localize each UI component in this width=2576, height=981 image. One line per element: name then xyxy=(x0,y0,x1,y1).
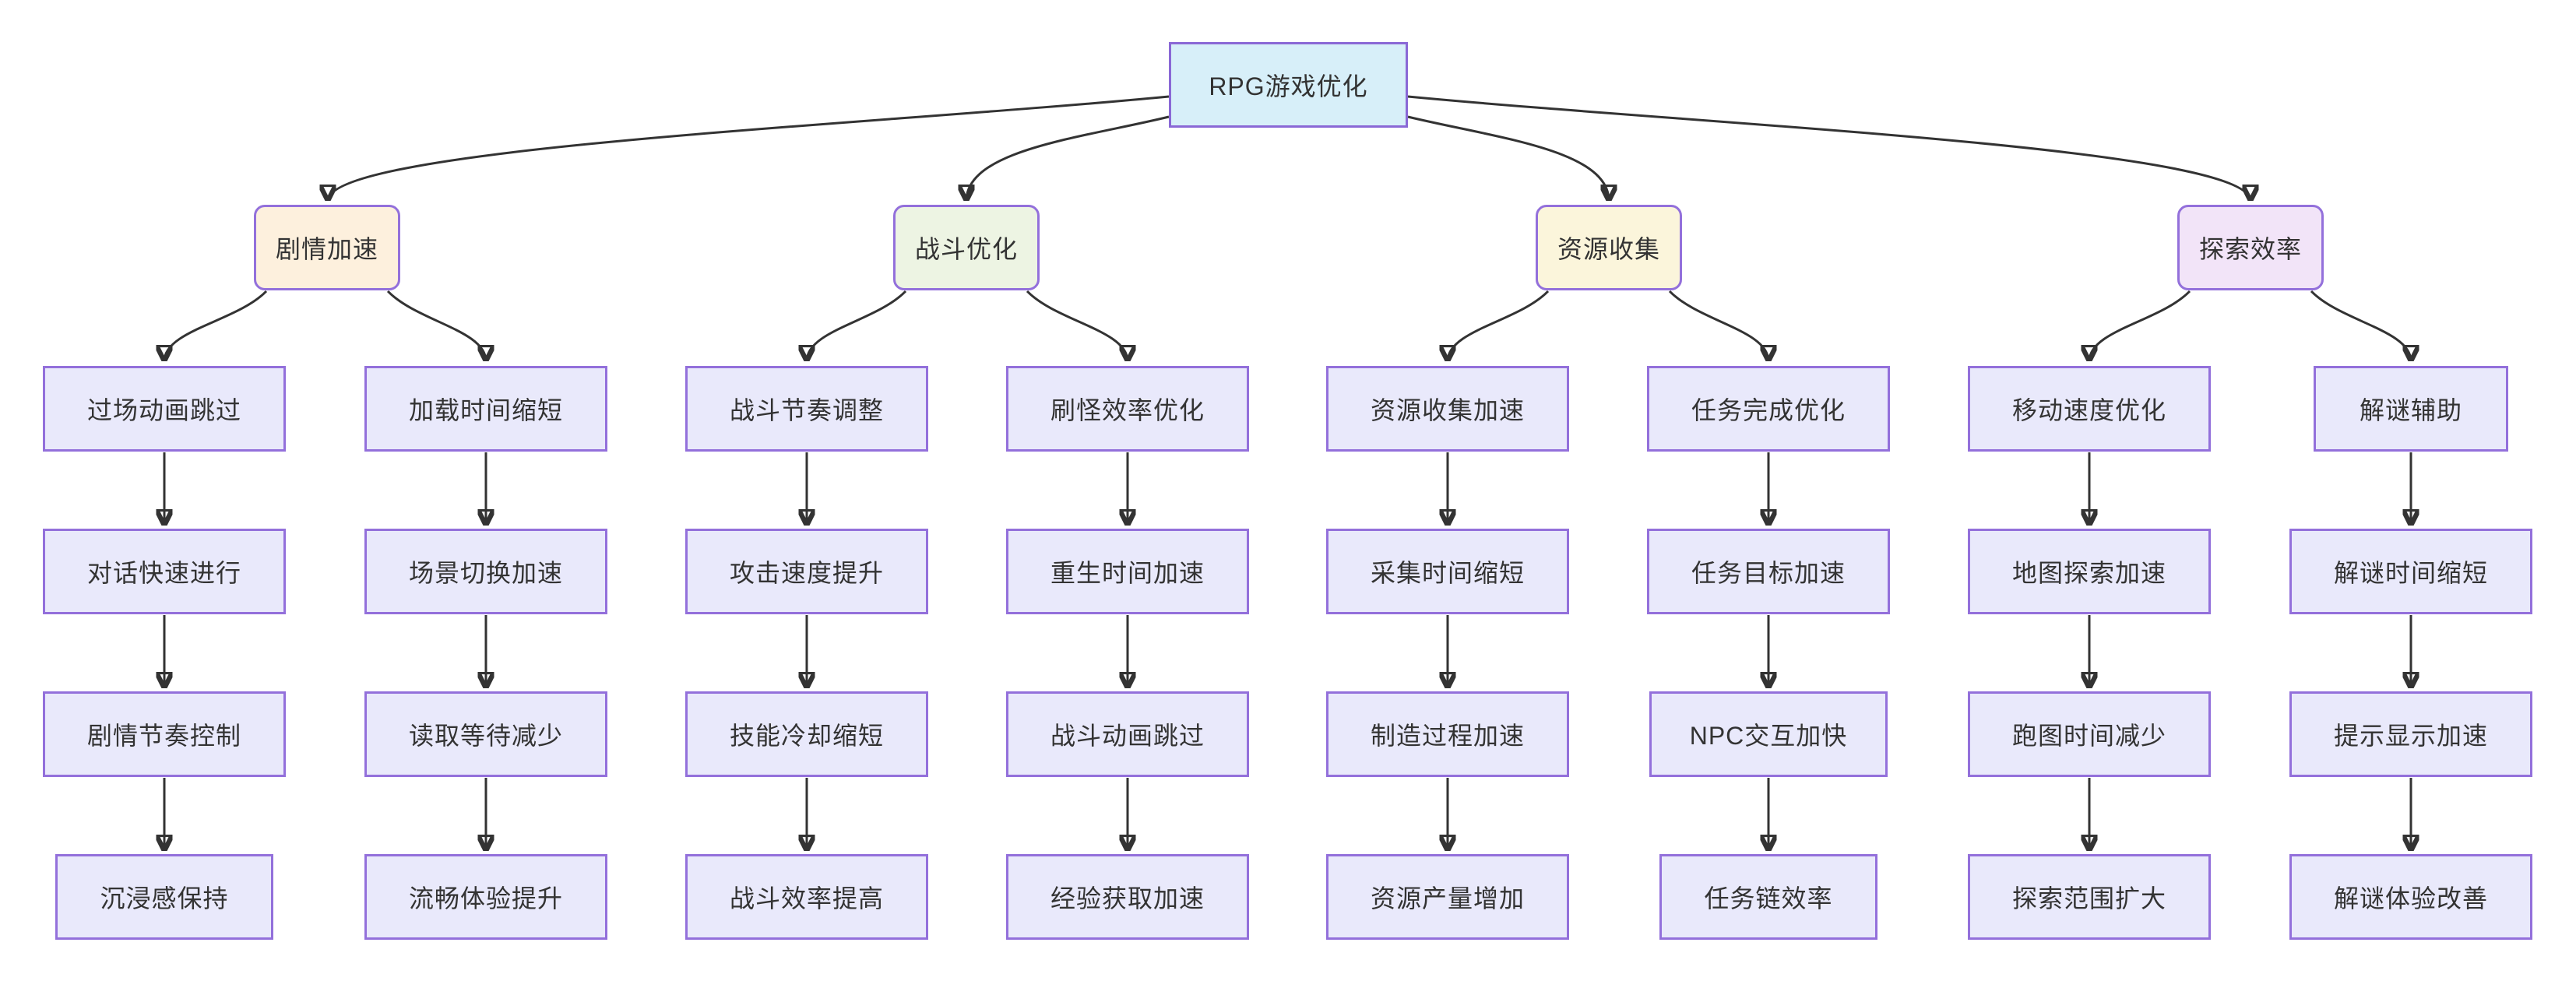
edge-branch2-col4 xyxy=(1026,290,1128,362)
leaf-c4-r3: 战斗动画跳过 xyxy=(1006,691,1249,777)
node-branch-explore: 探索效率 xyxy=(2177,205,2324,290)
leaf-c4-r2: 重生时间加速 xyxy=(1006,529,1249,614)
edge-branch2-col3 xyxy=(807,290,907,362)
node-root: RPG游戏优化 xyxy=(1169,42,1408,128)
leaf-c3-r1: 战斗节奏调整 xyxy=(685,366,928,452)
leaf-c4-r4: 经验获取加速 xyxy=(1006,854,1249,940)
leaf-c8-r3: 提示显示加速 xyxy=(2289,691,2532,777)
leaf-c2-r4: 流畅体验提升 xyxy=(364,854,607,940)
leaf-c7-r4: 探索范围扩大 xyxy=(1968,854,2211,940)
leaf-c2-r3: 读取等待减少 xyxy=(364,691,607,777)
leaf-c8-r4: 解谜体验改善 xyxy=(2289,854,2532,940)
leaf-c5-r3: 制造过程加速 xyxy=(1326,691,1569,777)
leaf-c7-r3: 跑图时间减少 xyxy=(1968,691,2211,777)
leaf-c5-r4: 资源产量增加 xyxy=(1326,854,1569,940)
leaf-c3-r3: 技能冷却缩短 xyxy=(685,691,928,777)
edge-root-branch2 xyxy=(966,115,1170,201)
leaf-c2-r1: 加载时间缩短 xyxy=(364,366,607,452)
edge-branch4-col8 xyxy=(2310,290,2411,362)
leaf-c7-r1: 移动速度优化 xyxy=(1968,366,2211,452)
leaf-c1-r3: 剧情节奏控制 xyxy=(43,691,286,777)
leaf-c8-r1: 解谜辅助 xyxy=(2314,366,2508,452)
node-branch-combat: 战斗优化 xyxy=(893,205,1040,290)
leaf-c6-r1: 任务完成优化 xyxy=(1647,366,1890,452)
leaf-c2-r2: 场景切换加速 xyxy=(364,529,607,614)
edge-branch1-col2 xyxy=(386,290,486,362)
leaf-c5-r1: 资源收集加速 xyxy=(1326,366,1569,452)
leaf-c6-r2: 任务目标加速 xyxy=(1647,529,1890,614)
leaf-c1-r1: 过场动画跳过 xyxy=(43,366,286,452)
edge-branch3-col5 xyxy=(1448,290,1550,362)
leaf-c3-r2: 攻击速度提升 xyxy=(685,529,928,614)
edge-branch4-col7 xyxy=(2089,290,2191,362)
edge-root-branch4 xyxy=(1407,95,2250,202)
edge-branch3-col6 xyxy=(1668,290,1768,362)
leaf-c6-r4: 任务链效率 xyxy=(1659,854,1877,940)
leaf-c1-r4: 沉浸感保持 xyxy=(55,854,273,940)
node-branch-story: 剧情加速 xyxy=(254,205,400,290)
leaf-c8-r2: 解谜时间缩短 xyxy=(2289,529,2532,614)
leaf-c7-r2: 地图探索加速 xyxy=(1968,529,2211,614)
edge-root-branch3 xyxy=(1407,115,1609,201)
leaf-c6-r3: NPC交互加快 xyxy=(1649,691,1888,777)
leaf-c4-r1: 刷怪效率优化 xyxy=(1006,366,1249,452)
edge-root-branch1 xyxy=(328,95,1170,202)
node-branch-resource: 资源收集 xyxy=(1536,205,1682,290)
leaf-c5-r2: 采集时间缩短 xyxy=(1326,529,1569,614)
leaf-c3-r4: 战斗效率提高 xyxy=(685,854,928,940)
edge-branch1-col1 xyxy=(164,290,268,362)
leaf-c1-r2: 对话快速进行 xyxy=(43,529,286,614)
